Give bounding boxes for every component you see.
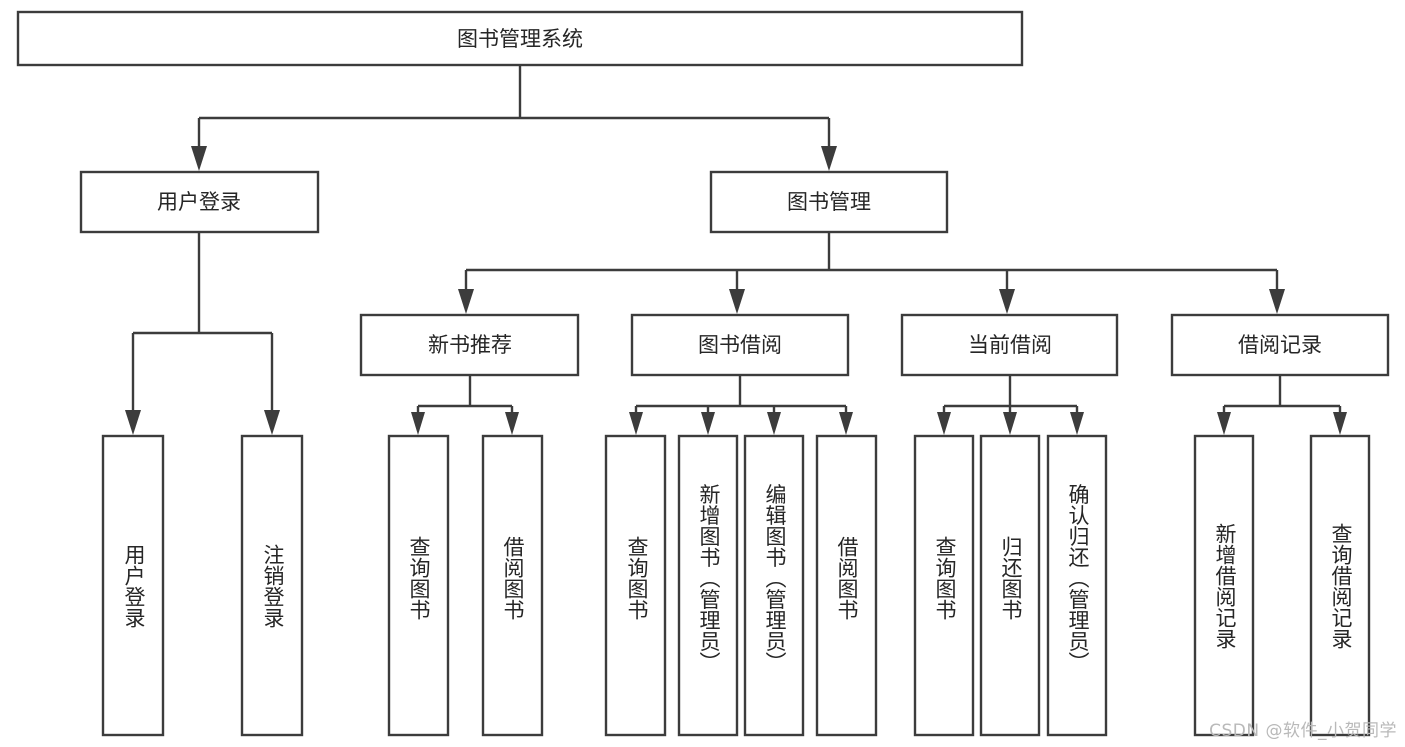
leaf-edit-book[interactable]: 编辑图书（管理员） (743, 434, 805, 737)
arrow-to-leaf-add-record (1217, 412, 1231, 435)
node-user-login[interactable]: 用户登录 (79, 170, 320, 234)
arrow-to-leaf-borrow-book-2 (839, 412, 853, 435)
leaf-query-book-3[interactable]: 查询图书 (913, 434, 975, 737)
arrow-to-leaf-borrow-book-1 (505, 412, 519, 435)
arrow-to-book-borrow (729, 289, 745, 314)
leaf-user-login-box (101, 434, 165, 737)
node-book-management-label: 图书管理 (787, 190, 871, 214)
node-book-borrow-label: 图书借阅 (698, 333, 782, 357)
leaf-user-login-label: 用户登录 (122, 544, 146, 628)
leaf-logout-login[interactable]: 注销登录 (240, 434, 304, 737)
node-new-book-recommend-box (359, 313, 580, 377)
arrow-to-borrow-record (1269, 289, 1285, 314)
leaf-add-book-label: 新增图书（管理员） (697, 484, 721, 673)
arrow-to-leaf-user-login (125, 410, 141, 435)
leaf-edit-book-label: 编辑图书（管理员） (763, 484, 787, 673)
node-book-management-box (709, 170, 949, 234)
leaf-add-record-box (1193, 434, 1255, 737)
node-user-login-box (79, 170, 320, 234)
leaf-borrow-book-2[interactable]: 借阅图书 (815, 434, 878, 737)
node-book-borrow-box (630, 313, 850, 377)
node-current-borrow-label: 当前借阅 (968, 333, 1052, 357)
csdn-watermark: CSDN @软件_小贺同学 (1209, 721, 1397, 741)
node-borrow-record-label: 借阅记录 (1238, 333, 1322, 357)
leaf-logout-login-label: 注销登录 (261, 544, 285, 628)
leaf-return-book-box (979, 434, 1041, 737)
leaf-edit-book-box (743, 434, 805, 737)
node-new-book-recommend-label: 新书推荐 (428, 333, 512, 357)
leaf-query-book-1-box (387, 434, 450, 737)
leaf-return-book-label: 归还图书 (999, 536, 1023, 620)
leaf-return-book[interactable]: 归还图书 (979, 434, 1041, 737)
node-new-book-recommend[interactable]: 新书推荐 (359, 313, 580, 377)
arrow-to-leaf-logout-login (264, 410, 280, 435)
leaf-borrow-book-1[interactable]: 借阅图书 (481, 434, 544, 737)
leaf-query-book-2-box (604, 434, 667, 737)
leaf-borrow-book-1-box (481, 434, 544, 737)
node-current-borrow[interactable]: 当前借阅 (900, 313, 1119, 377)
arrow-to-leaf-confirm-return (1070, 412, 1084, 435)
arrow-to-leaf-add-book (701, 412, 715, 435)
arrow-to-leaf-query-book-1 (411, 412, 425, 435)
leaf-add-record-label: 新增借阅记录 (1213, 523, 1237, 649)
node-root-box (16, 10, 1024, 67)
arrow-to-leaf-query-record (1333, 412, 1347, 435)
node-root-label: 图书管理系统 (457, 27, 583, 51)
node-root[interactable]: 图书管理系统 (16, 10, 1024, 67)
leaf-query-record[interactable]: 查询借阅记录 (1309, 434, 1371, 737)
arrow-root-to-book-management (821, 146, 837, 171)
leaf-confirm-return[interactable]: 确认归还（管理员） (1046, 434, 1108, 737)
node-user-login-label: 用户登录 (157, 190, 241, 214)
node-book-borrow[interactable]: 图书借阅 (630, 313, 850, 377)
leaf-query-book-2-label: 查询图书 (625, 536, 649, 620)
connector-layer (125, 65, 1347, 435)
leaf-borrow-book-1-label: 借阅图书 (501, 536, 525, 620)
leaf-query-book-1-label: 查询图书 (407, 536, 431, 620)
node-borrow-record-box (1170, 313, 1390, 377)
leaf-confirm-return-box (1046, 434, 1108, 737)
arrow-to-leaf-query-book-2 (629, 412, 643, 435)
node-current-borrow-box (900, 313, 1119, 377)
arrow-to-current-borrow (999, 289, 1015, 314)
node-borrow-record[interactable]: 借阅记录 (1170, 313, 1390, 377)
node-book-management[interactable]: 图书管理 (709, 170, 949, 234)
leaf-add-book-box (677, 434, 739, 737)
leaf-add-record[interactable]: 新增借阅记录 (1193, 434, 1255, 737)
arrow-to-leaf-return-book (1003, 412, 1017, 435)
arrow-root-to-user-login (191, 146, 207, 171)
arrow-to-leaf-query-book-3 (937, 412, 951, 435)
leaf-query-book-1[interactable]: 查询图书 (387, 434, 450, 737)
leaf-user-login[interactable]: 用户登录 (101, 434, 165, 737)
arrow-to-leaf-edit-book (767, 412, 781, 435)
leaf-query-book-2[interactable]: 查询图书 (604, 434, 667, 737)
leaf-query-record-label: 查询借阅记录 (1329, 523, 1353, 649)
arrow-to-new-book-recommend (458, 289, 474, 314)
leaf-borrow-book-2-box (815, 434, 878, 737)
leaf-query-record-box (1309, 434, 1371, 737)
leaf-query-book-3-box (913, 434, 975, 737)
leaf-confirm-return-label: 确认归还（管理员） (1066, 484, 1090, 673)
leaf-borrow-book-2-label: 借阅图书 (835, 536, 859, 620)
leaf-add-book[interactable]: 新增图书（管理员） (677, 434, 739, 737)
leaf-query-book-3-label: 查询图书 (933, 536, 957, 620)
leaf-logout-login-box (240, 434, 304, 737)
